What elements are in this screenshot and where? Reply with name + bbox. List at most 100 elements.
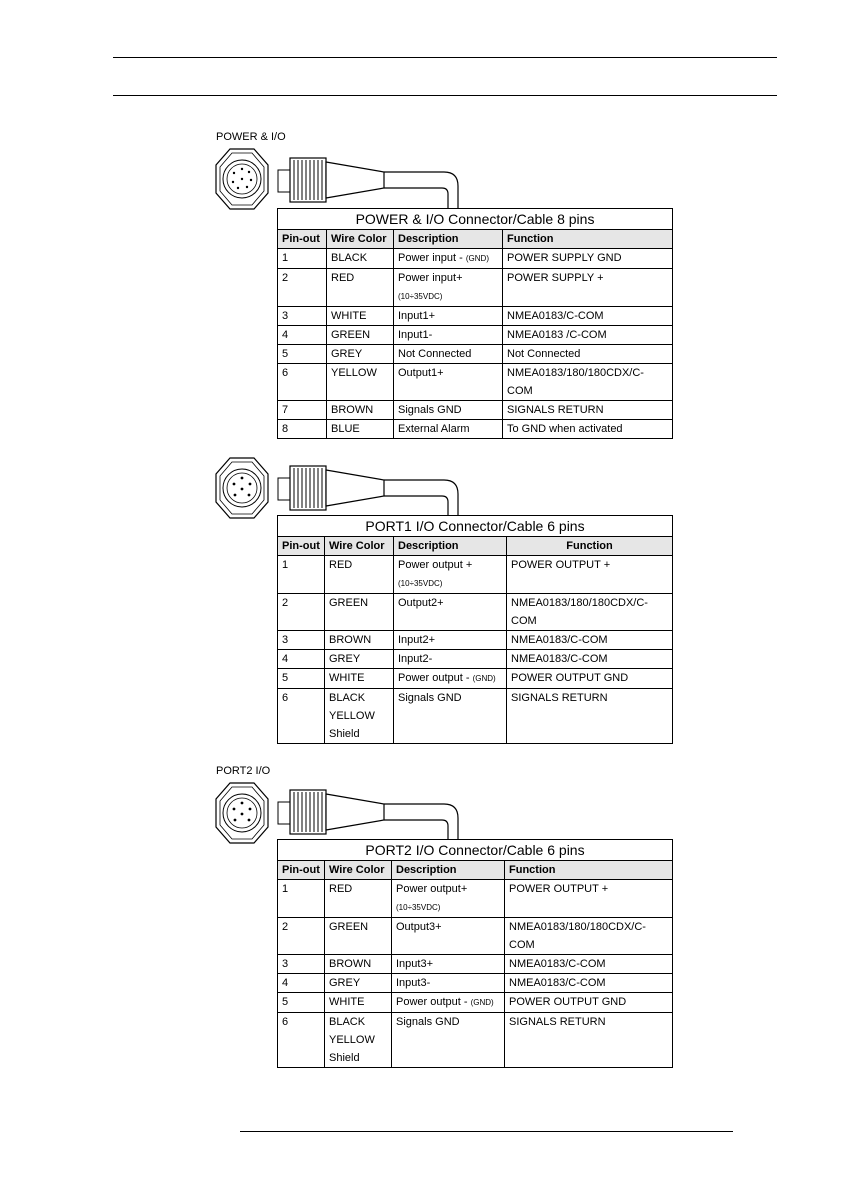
description-text: Input2- [398,653,433,665]
pin-cell: 1 [277,555,325,594]
description-cell: Input3- [391,973,505,993]
header-wire-color: Wire Color [324,536,394,556]
pin-cell: 3 [277,630,325,650]
pin-cell: 6 [277,363,327,401]
description-note: (10÷35VDC) [398,292,443,301]
description-cell: Signals GND [393,400,503,420]
description-text: Power output + [398,559,473,571]
pinout-table: POWER & I/O Connector/Cable 8 pins Pin-o… [277,208,673,439]
function-cell: To GND when activated [502,419,673,439]
description-text: Input2+ [398,634,436,646]
description-cell: External Alarm [393,419,503,439]
pin-cell: 4 [277,649,325,669]
description-cell: Power input+ (10÷35VDC) [393,268,503,307]
header-description: Description [393,229,503,249]
function-cell: SIGNALS RETURN [504,1012,673,1068]
description-cell: Power output + (10÷35VDC) [393,555,507,594]
description-cell: Power output+(10÷35VDC) [391,879,505,918]
description-text: Input1+ [398,310,436,322]
description-note: (GND) [465,254,489,263]
header-function: Function [502,229,673,249]
description-text: Input3- [396,977,431,989]
function-cell: POWER OUTPUT GND [504,992,673,1013]
description-note: (GND) [470,998,494,1007]
function-cell: NMEA0183/180/180CDX/C-COM [506,593,673,631]
function-cell: Not Connected [502,344,673,364]
table-caption: POWER & I/O Connector/Cable 8 pins [277,208,673,230]
header-wire-color: Wire Color [326,229,394,249]
cable-plug-icon [277,789,459,840]
wire-color-cell: BLACK YELLOW Shield [324,1012,392,1068]
cable-plug-icon [277,157,459,208]
description-text: Output3+ [396,921,442,933]
header-wire-color: Wire Color [324,860,392,880]
table-header-row: Pin-out Wire Color Description Function [277,536,673,556]
description-cell: Input3+ [391,954,505,974]
pin-cell: 5 [277,668,325,689]
wire-color-cell: GREY [324,973,392,993]
connector-6pin-icon [215,782,269,844]
header-function: Function [504,860,673,880]
wire-color-cell: RED [324,555,394,594]
connector-6pin-icon [215,457,269,519]
function-cell: POWER OUTPUT GND [506,668,673,689]
table-caption: PORT1 I/O Connector/Cable 6 pins [277,515,673,537]
pin-cell: 6 [277,1012,325,1068]
wire-color-cell: GREEN [326,325,394,345]
connector-8pin-icon [215,148,269,210]
description-cell: Input2- [393,649,507,669]
pinout-table: PORT1 I/O Connector/Cable 6 pins Pin-out… [277,515,673,744]
description-text: Output1+ [398,367,444,379]
function-cell: POWER OUTPUT + [504,879,673,918]
wire-color-cell: BROWN [326,400,394,420]
function-cell: NMEA0183/C-COM [506,649,673,669]
description-text: Input3+ [396,958,434,970]
function-cell: POWER SUPPLY GND [502,248,673,269]
description-cell: Output3+ [391,917,505,955]
description-note: (10÷35VDC) [398,579,443,588]
pin-cell: 6 [277,688,325,744]
wire-color-cell: BLACK YELLOW Shield [324,688,394,744]
description-cell: Input1+ [393,306,503,326]
description-cell: Input1- [393,325,503,345]
description-text: Power input+ [398,272,463,284]
wire-color-cell: BLUE [326,419,394,439]
pin-cell: 1 [277,879,325,918]
description-text: Signals GND [398,692,462,704]
pin-cell: 4 [277,973,325,993]
wire-color-cell: GREY [326,344,394,364]
pin-cell: 5 [277,992,325,1013]
header-rule-top [113,57,777,58]
pin-cell: 3 [277,306,327,326]
description-note: (GND) [472,674,496,683]
description-text: Not Connected [398,348,472,360]
description-cell: Signals GND [393,688,507,744]
wire-color-cell: BROWN [324,954,392,974]
description-text: Signals GND [398,404,462,416]
pin-cell: 2 [277,917,325,955]
header-function: Function [506,536,673,556]
description-cell: Power output - (GND) [393,668,507,689]
description-cell: Power output - (GND) [391,992,505,1013]
header-description: Description [393,536,507,556]
function-cell: POWER SUPPLY + [502,268,673,307]
description-cell: Not Connected [393,344,503,364]
description-cell: Power input - (GND) [393,248,503,269]
wire-color-cell: BLACK [326,248,394,269]
table-header-row: Pin-out Wire Color Description Function [277,860,673,880]
pin-cell: 1 [277,248,327,269]
